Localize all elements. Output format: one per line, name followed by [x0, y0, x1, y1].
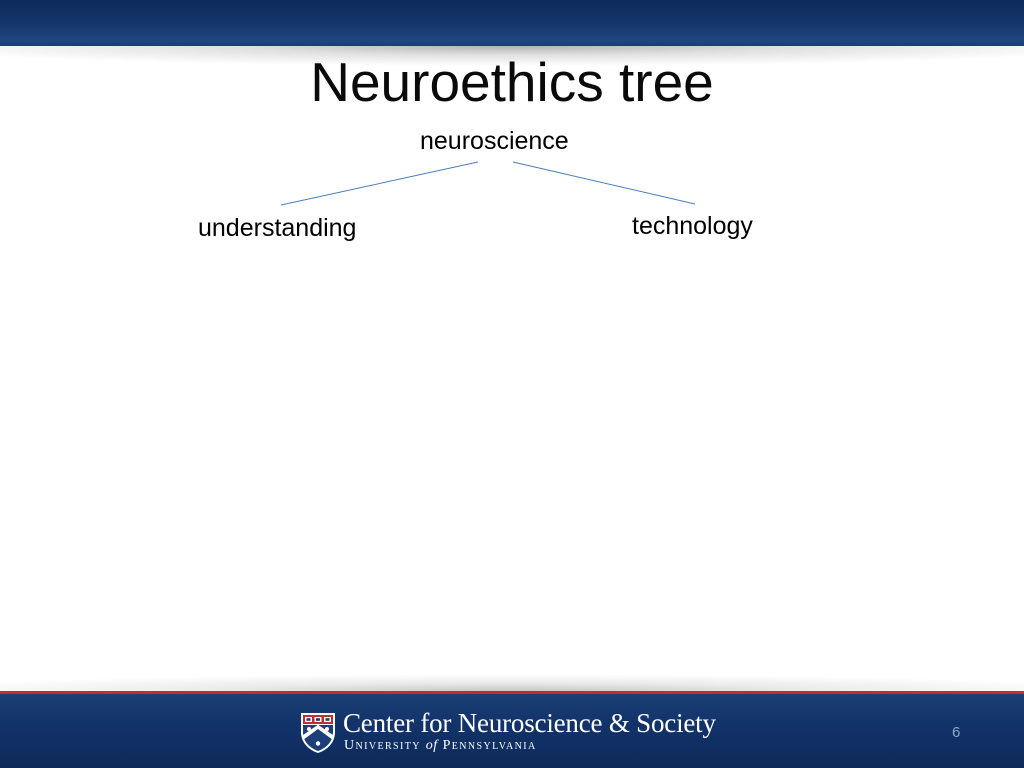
- header-bar: [0, 0, 1024, 46]
- university-word: University: [344, 738, 421, 753]
- penn-shield-logo: [301, 713, 335, 753]
- footer-bar: [0, 694, 1024, 768]
- footer-shadow: [0, 674, 1024, 691]
- header-shadow: [0, 46, 1024, 66]
- footer-org-name: Center for Neuroscience & Society: [343, 708, 716, 738]
- page-number: 6: [952, 724, 961, 741]
- connector-right: [512, 161, 696, 205]
- footer-accent-line: [0, 691, 1024, 694]
- tree-child-node-technology: technology: [632, 212, 753, 240]
- pennsylvania-word: Pennsylvania: [442, 738, 537, 753]
- connector-left: [280, 161, 479, 206]
- slide-title: Neuroethics tree: [310, 51, 714, 113]
- footer-university-name: University of Pennsylvania: [344, 738, 537, 754]
- of-word: of: [425, 738, 438, 753]
- tree-child-node-understanding: understanding: [198, 214, 357, 242]
- tree-root-node: neuroscience: [420, 127, 569, 155]
